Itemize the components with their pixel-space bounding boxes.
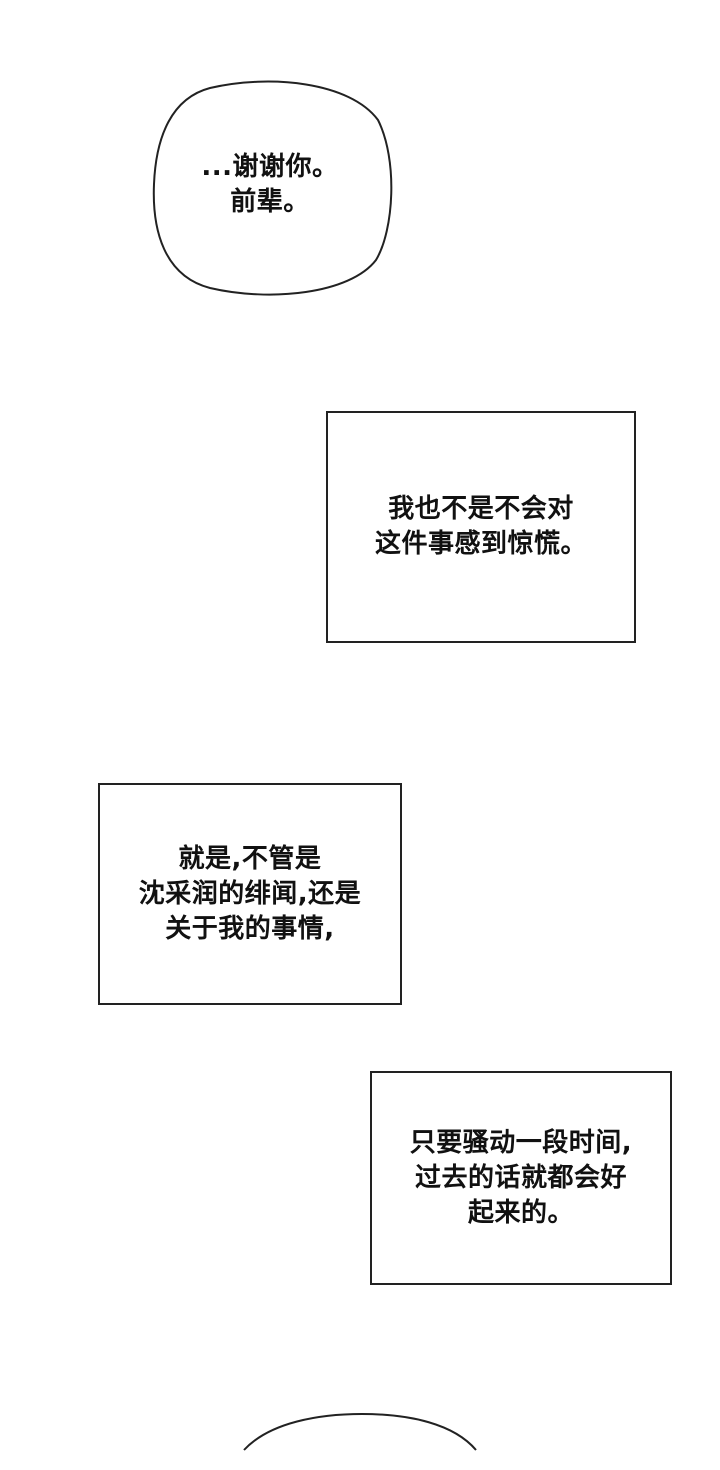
caption-box-1: 我也不是不会对 这件事感到惊慌。	[326, 411, 636, 643]
caption-line: 只要骚动一段时间,	[409, 1127, 633, 1158]
caption-line: 这件事感到惊慌。	[374, 529, 587, 559]
speech-line: 前辈。	[230, 187, 310, 217]
speech-bubble-bottom-partial	[243, 1412, 477, 1451]
speech-bubble-top-text: ...谢谢你。 前辈。	[170, 150, 370, 220]
caption-box-2: 就是,不管是 沈采润的绯闻,还是 关于我的事情,	[98, 783, 402, 1005]
caption-line: 我也不是不会对	[388, 494, 574, 524]
caption-line: 沈采润的绯闻,还是	[138, 878, 362, 909]
caption-box-1-text: 我也不是不会对 这件事感到惊慌。	[375, 492, 587, 562]
caption-line: 过去的话就都会好	[414, 1162, 627, 1193]
speech-line: ...谢谢你。	[201, 152, 339, 182]
speech-bubble-top	[152, 80, 393, 296]
caption-box-2-text: 就是,不管是 沈采润的绯闻,还是 关于我的事情,	[139, 842, 361, 947]
speech-bubble-bottom-outline	[243, 1412, 477, 1451]
caption-line: 起来的。	[467, 1197, 574, 1228]
caption-line: 就是,不管是	[178, 843, 322, 874]
speech-bubble-top-outline	[152, 80, 393, 296]
caption-line: 关于我的事情,	[165, 913, 335, 944]
caption-box-3-text: 只要骚动一段时间, 过去的话就都会好 起来的。	[410, 1126, 632, 1231]
caption-box-3: 只要骚动一段时间, 过去的话就都会好 起来的。	[370, 1071, 672, 1285]
